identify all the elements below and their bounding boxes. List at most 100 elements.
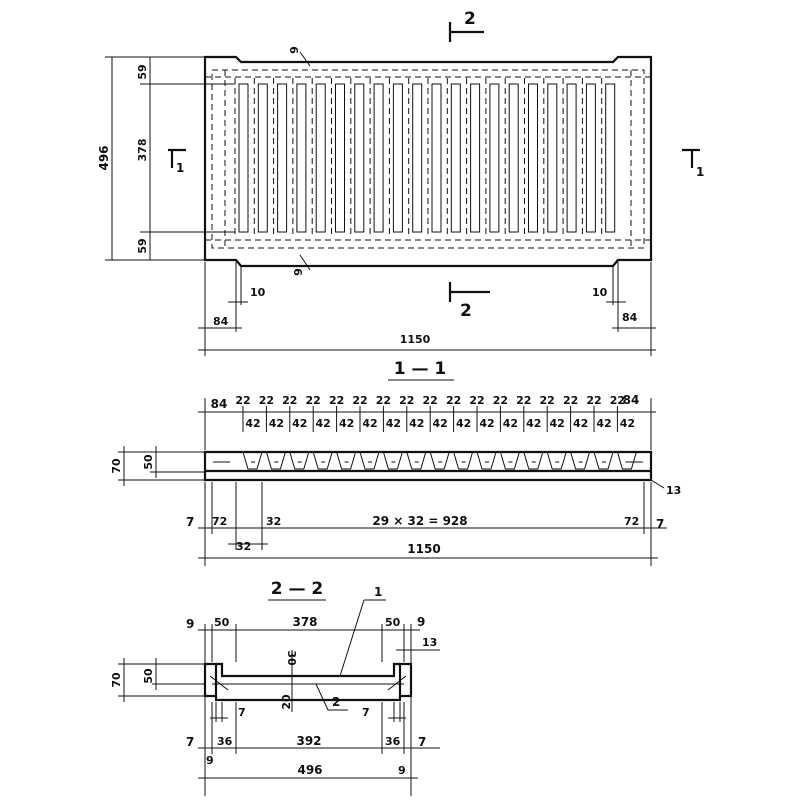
- plan-section-1-left: 1: [176, 161, 184, 175]
- section-2-flange-right: 50: [385, 616, 401, 629]
- plan-slot: [431, 83, 442, 233]
- section-1-groove: [336, 451, 357, 470]
- section-1-slot-label: 42: [433, 417, 448, 430]
- plan-notch-left: 10: [250, 286, 266, 299]
- section-2-offset-right: 7: [418, 735, 426, 749]
- section-1-rib-label: 22: [376, 394, 391, 407]
- section-1-slot-label: 42: [596, 417, 611, 430]
- plan-slots: [234, 78, 616, 238]
- section-2-middle: 378: [292, 615, 317, 629]
- plan-slot: [489, 83, 500, 233]
- plan-slot: [257, 83, 268, 233]
- section-1-rib-label: 22: [586, 394, 601, 407]
- section-1-rib-label: 22: [469, 394, 484, 407]
- section-1-groove: [616, 451, 637, 470]
- section-1-groove: [265, 451, 286, 470]
- section-1-groove: [406, 451, 427, 470]
- plan-view: [203, 55, 653, 268]
- section-1-rib-label: 22: [540, 394, 555, 407]
- section-1-groove: [312, 451, 333, 470]
- section-1-slot-label: 42: [456, 417, 471, 430]
- section-2-inner-left: 7: [238, 706, 246, 719]
- section-1-groove: [429, 451, 450, 470]
- section-1-groove: [523, 451, 544, 470]
- section-2-foot-left: 9: [206, 754, 214, 767]
- section-2-edge-left: 9: [186, 617, 194, 631]
- section-2-callout-2: 2: [332, 695, 340, 709]
- plan-slot: [277, 83, 288, 233]
- section-2-foot-right: 9: [398, 764, 406, 777]
- section-1-slot-label: 42: [573, 417, 588, 430]
- plan-edge-bottom: 9: [292, 268, 305, 276]
- section-1-dimensions: 84 84 22 42 22 42 22 42 22 42 22 42 22 42 22 42 22 42 22 42…: [110, 393, 681, 566]
- plan-band-bottom: 59: [136, 238, 149, 253]
- section-2-callout-1: 1: [374, 585, 382, 599]
- plan-length: 1150: [400, 333, 431, 346]
- section-2-web-bottom: 20: [280, 694, 293, 710]
- section-1-groove: [289, 451, 310, 470]
- section-2-height-total: 70: [110, 672, 123, 688]
- section-1-length: 1150: [407, 542, 440, 556]
- section-1-slot-label: 42: [386, 417, 401, 430]
- section-1-outline: [203, 450, 653, 482]
- section-1-slot-label: 42: [362, 417, 377, 430]
- section-1-top-labels: 84 84 22 42 22 42 22 42 22 42 22 42 22 42 22 42 22 42 22 42…: [211, 393, 640, 432]
- plan-section-2-top: 2: [464, 9, 476, 29]
- plan-end-left: 84: [213, 315, 229, 328]
- section-2-inner-right: 7: [362, 706, 370, 719]
- plan-slot: [373, 83, 384, 233]
- section-1-title: 1 — 1: [394, 359, 447, 379]
- plan-slot: [450, 83, 461, 233]
- section-1-rib-label: 22: [306, 394, 321, 407]
- plan-slot: [566, 83, 577, 233]
- plan-slot: [392, 83, 403, 233]
- section-1-slot-label: 42: [550, 417, 565, 430]
- section-2-view: [203, 662, 413, 702]
- section-2-edge-right: 9: [417, 615, 425, 629]
- section-1-slot-label: 42: [409, 417, 424, 430]
- plan-end-right: 84: [622, 311, 638, 324]
- plan-slot: [585, 83, 596, 233]
- section-1-offset-left: 7: [186, 515, 194, 529]
- section-2-title: 2 — 2: [271, 579, 324, 599]
- section-1-pitch: 32: [266, 515, 281, 528]
- plan-section-2-bottom: 2: [460, 301, 472, 321]
- section-1-groove: [593, 451, 614, 470]
- section-1-slot-label: 42: [316, 417, 331, 430]
- section-1-end-left: 84: [211, 397, 228, 411]
- section-1-slot-label: 42: [620, 417, 635, 430]
- section-1-groove: [359, 451, 380, 470]
- section-2-total-width: 496: [297, 763, 322, 777]
- section-1-bottom-thickness: 13: [666, 484, 681, 497]
- section-1-height-total: 70: [110, 458, 123, 474]
- plan-slot: [412, 83, 423, 233]
- section-1-groove: [453, 451, 474, 470]
- section-1-rib-label: 22: [235, 394, 250, 407]
- plan-dimensions: 496 59 378 59 9 9 10 10 84 84 1150 1 1: [97, 9, 704, 356]
- plan-slot: [335, 83, 345, 233]
- plan-section-1-right: 1: [696, 165, 704, 179]
- section-1-groove: [499, 451, 520, 470]
- section-1-slot-label: 42: [269, 417, 284, 430]
- section-1-first-right: 72: [624, 515, 639, 528]
- section-1-rib-label: 22: [329, 394, 344, 407]
- plan-slot: [238, 83, 249, 233]
- section-2-flange-left: 50: [214, 616, 230, 629]
- section-1-slot-label: 42: [479, 417, 494, 430]
- section-1-groove: [546, 451, 567, 470]
- section-1-rib-label: 22: [493, 394, 508, 407]
- section-1-rib-label: 22: [399, 394, 414, 407]
- section-1-pitch-lower: 32: [236, 540, 251, 553]
- section-1-rib-label: 22: [516, 394, 531, 407]
- section-1-rib-label: 22: [423, 394, 438, 407]
- section-1-rib-label: 22: [563, 394, 578, 407]
- section-2-offset-left: 7: [186, 735, 194, 749]
- section-1-rib-label: 22: [352, 394, 367, 407]
- section-1-end-right: 84: [623, 393, 640, 407]
- section-1-slot-label: 42: [245, 417, 260, 430]
- section-1-groove: [382, 451, 403, 470]
- section-1-ribs: [242, 451, 637, 470]
- plan-slot: [296, 83, 307, 233]
- section-2-base-right: 36: [385, 735, 401, 748]
